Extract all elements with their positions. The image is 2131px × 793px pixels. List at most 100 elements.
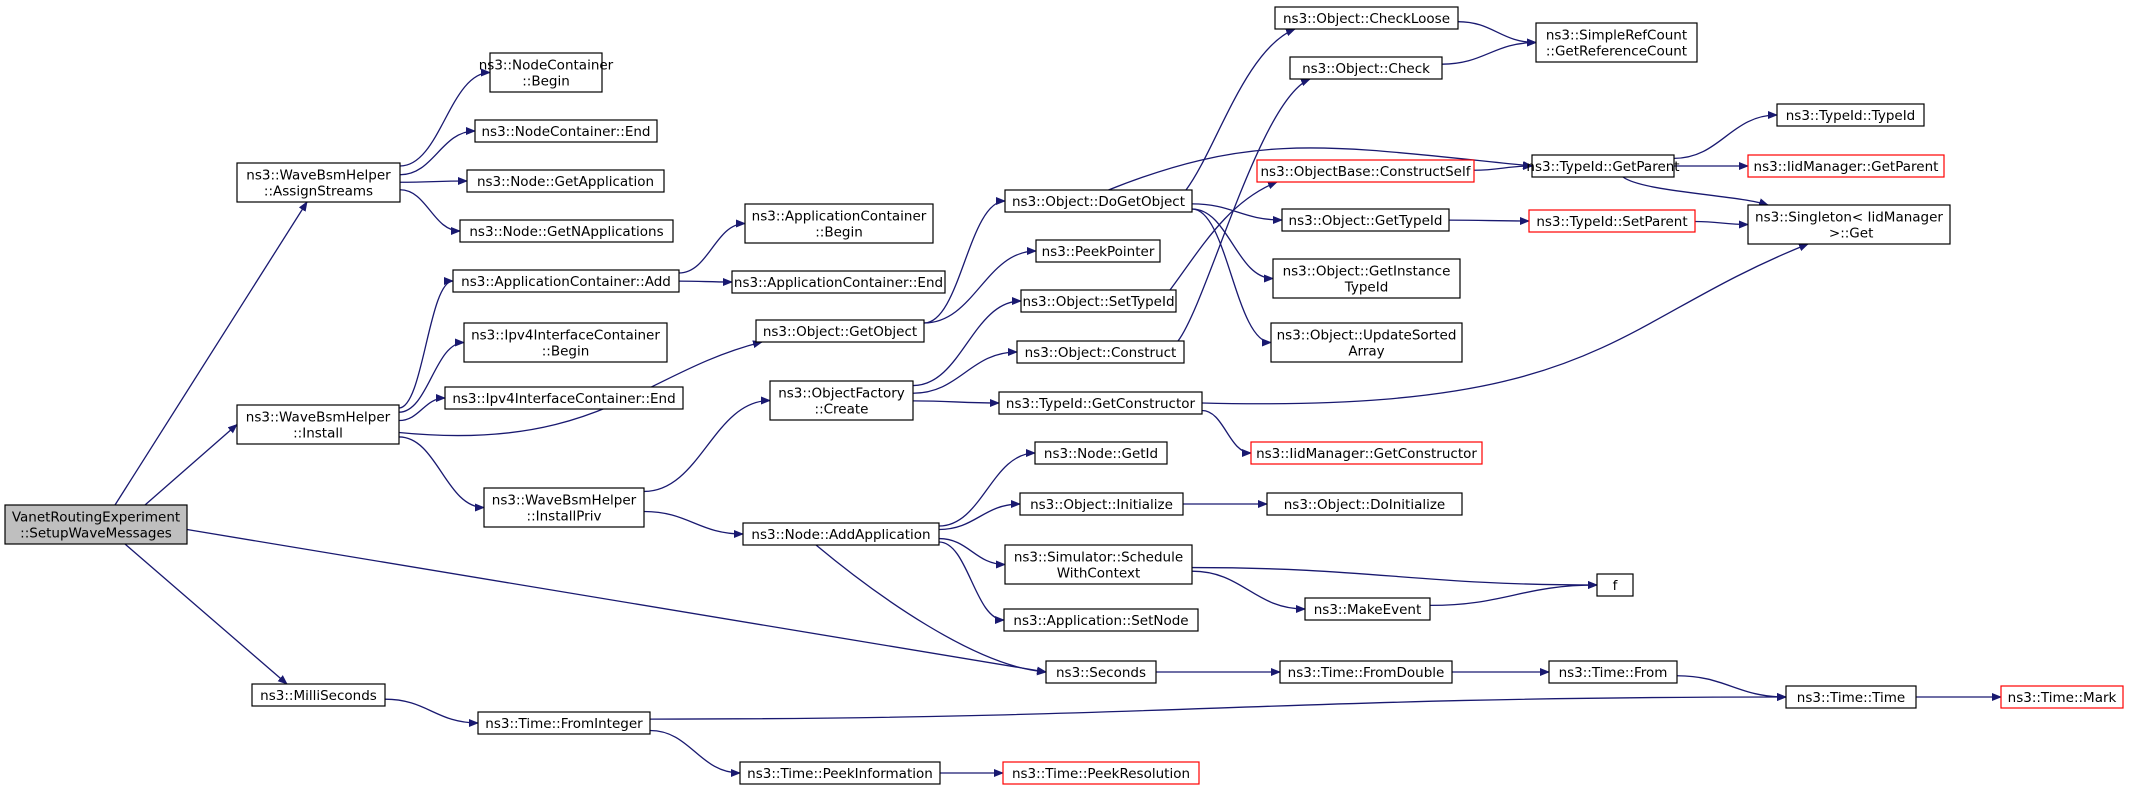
node-acEnd[interactable]: ns3::ApplicationContainer::End (731, 270, 946, 294)
node-f[interactable]: f (1596, 573, 1634, 597)
node-peekInfo[interactable]: ns3::Time::PeekInformation (739, 761, 941, 785)
node-box (251, 683, 386, 707)
node-label: Array (1348, 344, 1384, 360)
node-label: ns3::ObjectFactory (778, 386, 905, 402)
node-acBegin[interactable]: ns3::ApplicationContainer::Begin (744, 203, 934, 244)
node-box (1266, 492, 1463, 516)
node-getNApps[interactable]: ns3::Node::GetNApplications (459, 219, 674, 243)
node-iidGetConstructor[interactable]: ns3::IidManager::GetConstructor (1250, 441, 1483, 465)
node-setNode[interactable]: ns3::Application::SetNode (1003, 608, 1199, 632)
edge-constructSelf-to-getParent (1473, 162, 1533, 171)
node-box (744, 203, 934, 244)
node-box (489, 52, 603, 93)
node-box (1004, 544, 1193, 585)
node-constructSelf[interactable]: ns3::ObjectBase::ConstructSelf (1256, 159, 1475, 183)
node-doGetObject[interactable]: ns3::Object::DoGetObject (1004, 189, 1193, 213)
node-label: ns3::IidManager::GetParent (1754, 159, 1939, 175)
node-timeMark[interactable]: ns3::Time::Mark (2000, 685, 2124, 709)
node-box (444, 386, 684, 410)
node-ofCreate[interactable]: ns3::ObjectFactory::Create (769, 380, 914, 421)
edge-getParent-to-singletonGet (1622, 176, 1769, 206)
node-makeEvent[interactable]: ns3::MakeEvent (1304, 597, 1431, 621)
node-initialize[interactable]: ns3::Object::Initialize (1019, 492, 1184, 516)
node-label: ns3::Time::Mark (2008, 690, 2117, 706)
node-seconds[interactable]: ns3::Seconds (1045, 660, 1157, 684)
node-tidSetParent[interactable]: ns3::TypeId::SetParent (1528, 209, 1696, 233)
node-fromDouble[interactable]: ns3::Time::FromDouble (1279, 660, 1453, 684)
node-construct[interactable]: ns3::Object::Construct (1016, 340, 1185, 364)
node-ipv4End[interactable]: ns3::Ipv4InterfaceContainer::End (444, 386, 684, 410)
node-assign[interactable]: ns3::WaveBsmHelper::AssignStreams (236, 162, 401, 203)
node-fromInteger[interactable]: ns3::Time::FromInteger (477, 711, 651, 735)
node-label: ns3::TypeId::GetConstructor (1006, 396, 1196, 412)
node-refCount[interactable]: ns3::SimpleRefCount::GetReferenceCount (1535, 22, 1698, 63)
node-label: ns3::NodeContainer (479, 58, 614, 74)
node-ipv4Begin[interactable]: ns3::Ipv4InterfaceContainer::Begin (463, 322, 668, 363)
node-label: ns3::Ipv4InterfaceContainer (471, 328, 660, 344)
edge-root-to-install (144, 423, 238, 506)
edge-schedule-to-makeEvent (1191, 570, 1306, 613)
node-install[interactable]: ns3::WaveBsmHelper::Install (236, 404, 400, 445)
node-ncEnd[interactable]: ns3::NodeContainer::End (474, 119, 658, 143)
node-box (1274, 6, 1459, 30)
node-box (1272, 258, 1461, 299)
node-typeIdCtor[interactable]: ns3::TypeId::TypeId (1776, 103, 1925, 127)
edge-getObject-to-doGetObject (923, 197, 1006, 324)
node-getObject[interactable]: ns3::Object::GetObject (755, 319, 925, 343)
node-checkLoose[interactable]: ns3::Object::CheckLoose (1274, 6, 1459, 30)
node-getApp[interactable]: ns3::Node::GetApplication (466, 169, 665, 193)
node-iidGetParent[interactable]: ns3::IidManager::GetParent (1747, 154, 1945, 178)
node-box (1045, 660, 1157, 684)
node-label: ::Begin (522, 74, 570, 90)
node-doInitialize[interactable]: ns3::Object::DoInitialize (1266, 492, 1463, 516)
node-label: ns3::Ipv4InterfaceContainer::End (452, 391, 675, 407)
node-box (474, 119, 658, 143)
node-peekPointer[interactable]: ns3::PeekPointer (1035, 239, 1161, 263)
node-timeFrom[interactable]: ns3::Time::From (1548, 660, 1678, 684)
node-box (1020, 289, 1177, 313)
node-objGetTypeId[interactable]: ns3::Object::GetTypeId (1281, 208, 1450, 232)
node-ncBegin[interactable]: ns3::NodeContainer::Begin (479, 52, 614, 93)
node-label: ns3::Object::GetObject (763, 324, 917, 340)
node-setTypeId[interactable]: ns3::Object::SetTypeId (1020, 289, 1177, 313)
node-box (1035, 239, 1161, 263)
node-box (1747, 204, 1951, 245)
edge-schedule-to-f (1191, 566, 1598, 589)
edge-assign-to-ncBegin (399, 68, 491, 167)
node-root[interactable]: VanetRoutingExperiment::SetupWaveMessage… (4, 504, 188, 545)
node-label: ::GetReferenceCount (1546, 44, 1687, 60)
edge-install-to-installPriv (398, 436, 485, 512)
edge-doGetObject-to-getParent (1108, 147, 1533, 191)
edge-ofCreate-to-getConstructor (912, 398, 1000, 407)
node-check[interactable]: ns3::Object::Check (1289, 56, 1443, 80)
node-box (731, 270, 946, 294)
node-getId[interactable]: ns3::Node::GetId (1034, 441, 1168, 465)
node-box (1034, 441, 1168, 465)
node-label: ns3::PeekPointer (1042, 244, 1155, 260)
edge-assign-to-getNApps (399, 189, 461, 235)
node-peekRes[interactable]: ns3::Time::PeekResolution (1002, 761, 1200, 785)
node-box (1531, 154, 1675, 178)
node-singletonGet[interactable]: ns3::Singleton< IidManager >::Get (1747, 204, 1951, 245)
node-box (2000, 685, 2124, 709)
node-box (4, 504, 188, 545)
node-acAdd[interactable]: ns3::ApplicationContainer::Add (452, 269, 680, 293)
edge-doGetObject-to-checkLoose (1185, 28, 1296, 191)
node-ms[interactable]: ns3::MilliSeconds (251, 683, 386, 707)
node-getConstructor[interactable]: ns3::TypeId::GetConstructor (998, 391, 1203, 415)
node-label: ns3::NodeContainer::End (482, 124, 651, 140)
node-installPriv[interactable]: ns3::WaveBsmHelper::InstallPriv (483, 487, 645, 528)
node-box (1596, 573, 1634, 597)
node-label: TypeId (1344, 280, 1389, 296)
node-label: ::Begin (542, 344, 590, 360)
node-addApp[interactable]: ns3::Node::AddApplication (742, 522, 940, 546)
node-label: ns3::Object::DoGetObject (1012, 194, 1185, 210)
node-timeTime[interactable]: ns3::Time::Time (1785, 685, 1917, 709)
edge-doGetObject-to-getInstanceTypeId (1191, 208, 1274, 283)
node-label: ::Create (815, 402, 869, 418)
node-getParent[interactable]: ns3::TypeId::GetParent (1526, 154, 1680, 178)
